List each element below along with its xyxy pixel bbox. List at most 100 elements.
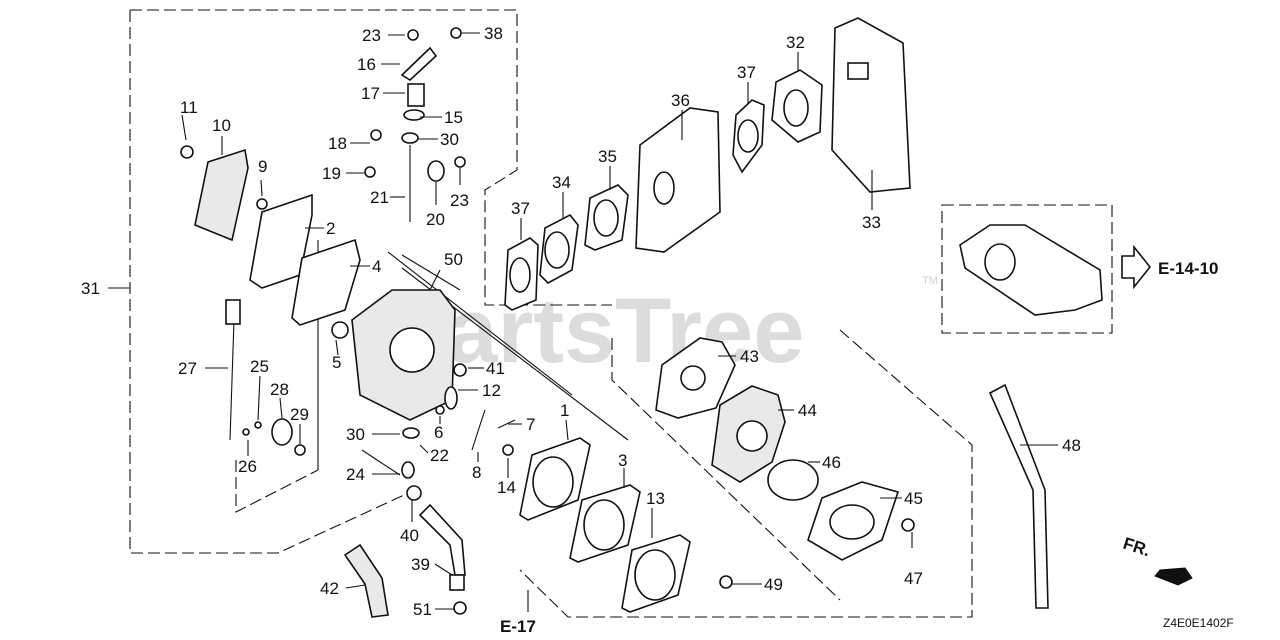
callout-labels: 23 38 16 17 15 30 18 19 21 20 23 11 10 9… [81, 24, 1081, 619]
callout-9: 9 [258, 157, 267, 176]
callout-17: 17 [361, 84, 380, 103]
callout-5: 5 [332, 353, 341, 372]
callout-4: 4 [372, 257, 381, 276]
callout-1: 1 [560, 401, 569, 420]
part-39-hose-end [449, 574, 465, 591]
callout-36: 36 [671, 91, 690, 110]
callout-10: 10 [212, 116, 231, 135]
carburetor-throat [389, 327, 435, 373]
callout-33: 33 [862, 213, 881, 232]
callout-42: 42 [320, 579, 339, 598]
part-27-rod [229, 319, 235, 441]
callout-30-top: 30 [440, 130, 459, 149]
part-16-lever [400, 46, 438, 82]
callout-18: 18 [328, 134, 347, 153]
callout-37-right: 37 [737, 63, 756, 82]
callout-22: 22 [430, 446, 449, 465]
callout-50: 50 [444, 250, 463, 269]
part-10-shape [194, 148, 249, 242]
part-12-spring [444, 386, 458, 410]
part-18-screw [370, 129, 382, 141]
part-27-head [225, 299, 241, 325]
part-46-primer-bulb [767, 459, 819, 501]
callout-43: 43 [740, 347, 759, 366]
part-29-screw [294, 444, 306, 456]
part-23-screw-top [407, 29, 419, 41]
part-2-plate [249, 193, 313, 289]
callout-8: 8 [472, 463, 481, 482]
ref-e-14-10-part [959, 224, 1103, 316]
part-26-ring [242, 428, 250, 436]
part-shapes [180, 17, 1193, 618]
diagram-code: Z4E0E1402F [1163, 616, 1234, 630]
part-47-bolt [901, 518, 915, 532]
part-48-tube [988, 383, 1049, 609]
callout-12: 12 [482, 381, 501, 400]
callout-21: 21 [370, 188, 389, 207]
part-19-spring [364, 166, 376, 178]
callout-20: 20 [426, 210, 445, 229]
part-40-clip [406, 485, 422, 501]
callout-45: 45 [904, 489, 923, 508]
callout-13: 13 [646, 489, 665, 508]
part-41-spring [453, 363, 467, 377]
part-28-disc [271, 418, 293, 446]
part-30-washer-low [402, 427, 420, 439]
part-30-washer-top [401, 132, 419, 144]
callout-7: 7 [526, 415, 535, 434]
part-23-screw-mid [454, 156, 466, 168]
callout-23-top: 23 [362, 26, 381, 45]
callout-27: 27 [178, 359, 197, 378]
part-17-collar [407, 83, 425, 107]
part-42-hose [343, 543, 389, 618]
part-39-hose [418, 503, 466, 576]
callout-49: 49 [764, 575, 783, 594]
callout-48: 48 [1062, 436, 1081, 455]
trademark-mark: TM [922, 275, 938, 287]
callout-3: 3 [618, 451, 627, 470]
part-49-bolt [719, 575, 733, 589]
callout-40: 40 [400, 526, 419, 545]
part-14-screw [502, 444, 514, 456]
part-36-plate [635, 107, 721, 253]
callout-44: 44 [798, 401, 817, 420]
callout-51: 51 [413, 600, 432, 619]
part-25-ring [254, 421, 262, 429]
callout-11: 11 [180, 98, 198, 117]
ref-e-17: E-17 [500, 617, 536, 636]
part-5-seal [331, 321, 349, 339]
part-8-lever [471, 409, 486, 451]
callout-38: 38 [484, 24, 503, 43]
part-38-nut [450, 27, 462, 39]
callout-41: 41 [486, 359, 505, 378]
leader-lines [181, 32, 1058, 610]
part-51-clip [453, 601, 467, 615]
part-20-plate [427, 160, 445, 182]
callout-15: 15 [444, 108, 463, 127]
callout-2: 2 [326, 219, 335, 238]
callout-29: 29 [290, 405, 309, 424]
callout-35: 35 [598, 147, 617, 166]
fr-label: FR. [1121, 534, 1153, 561]
part-4-gasket [291, 238, 361, 326]
ref-e-14-10: E-14-10 [1158, 259, 1218, 278]
callout-25: 25 [250, 357, 269, 376]
callout-24: 24 [346, 465, 365, 484]
callout-32: 32 [786, 33, 805, 52]
callout-37-left: 37 [511, 199, 530, 218]
callout-39: 39 [411, 555, 430, 574]
callout-28: 28 [270, 380, 289, 399]
callout-34: 34 [552, 173, 571, 192]
part-11-bolt [180, 145, 194, 159]
callout-23-mid: 23 [450, 191, 469, 210]
part-6-pin [435, 405, 445, 415]
callout-6: 6 [434, 423, 443, 442]
callout-26: 26 [238, 457, 257, 476]
callout-31: 31 [81, 279, 100, 298]
part-15-clip [403, 109, 425, 121]
part-9-washer [256, 198, 268, 210]
part-24-fitting [401, 461, 415, 479]
callout-14: 14 [497, 478, 516, 497]
